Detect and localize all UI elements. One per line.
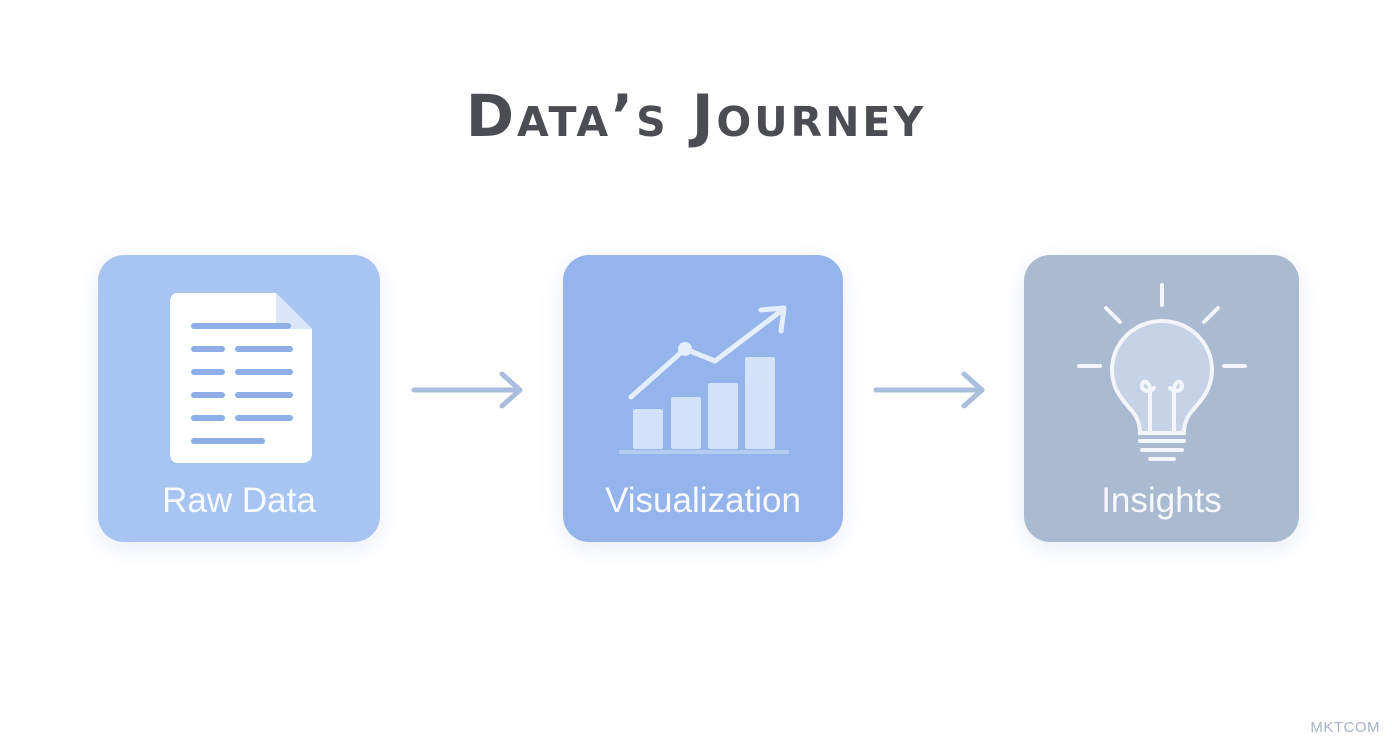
step-card-visualization: Visualization (563, 255, 843, 542)
step-label-visualization: Visualization (605, 481, 801, 520)
step-card-insights: Insights (1024, 255, 1299, 542)
watermark-logo: MKTCOM (1310, 719, 1380, 736)
document-icon (170, 293, 312, 463)
step-card-raw-data: Raw Data (98, 255, 380, 542)
lightbulb-icon (1077, 283, 1247, 461)
arrow-right-icon (873, 371, 985, 409)
diagram-title: Data’s Journey (465, 82, 927, 150)
step-label-raw-data: Raw Data (162, 481, 316, 520)
arrow-right-icon (411, 371, 523, 409)
step-label-insights: Insights (1101, 481, 1222, 520)
bar-chart-trend-icon (619, 305, 789, 454)
